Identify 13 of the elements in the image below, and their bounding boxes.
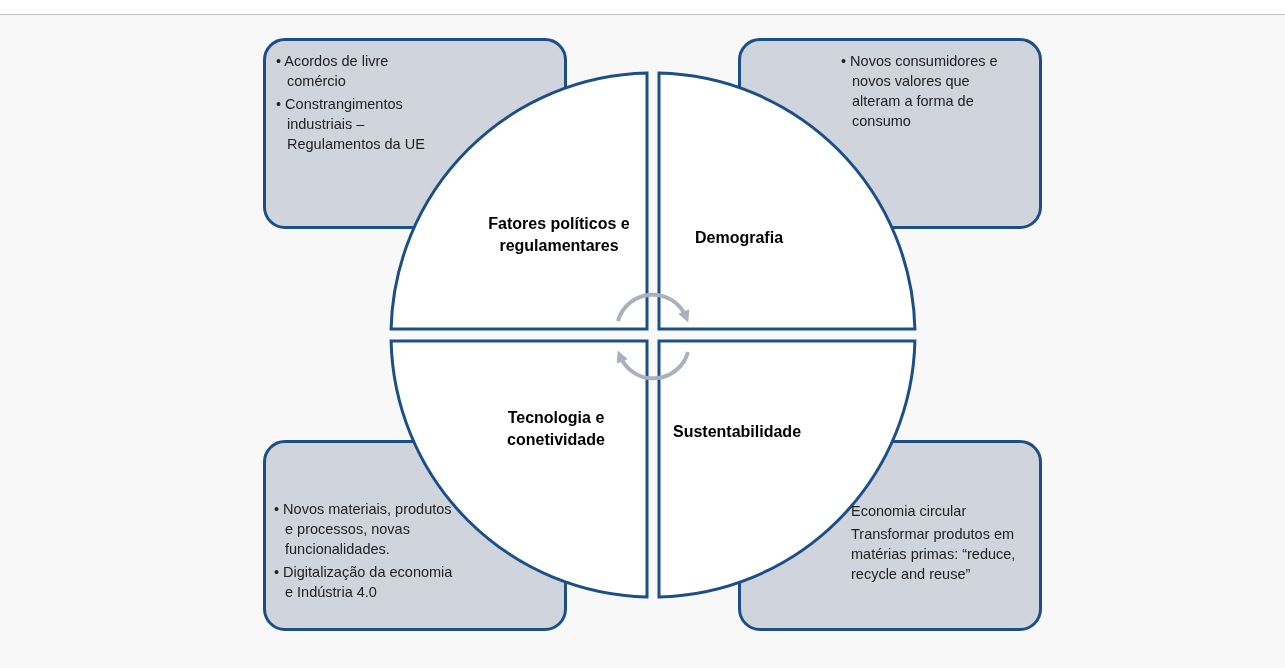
note-text: Transformar produtos em matérias primas: “reduce, recycle and reuse” xyxy=(851,525,1017,584)
bullet-item: • Constrangimentos industriais – Regulamentos da UE xyxy=(276,95,426,154)
note-text: Economia circular xyxy=(851,502,968,521)
segment-title: Tecnologia e conetividade xyxy=(506,408,606,450)
segment-title: Fatores políticos e regulamentares xyxy=(487,214,631,256)
bullet-item: • Digitalização da economia e Indústria 4.0 xyxy=(274,563,454,602)
cycle-arrow xyxy=(616,292,689,323)
bullet-item: • Novos consumidores e novos valores que alteram a forma de consumo xyxy=(841,52,999,131)
bullet-item: • Acordos de livre comércio xyxy=(276,52,390,91)
segment-title: Demografia xyxy=(695,228,785,248)
bullet-item: • Novos materiais, produtos e processos, novas funcionalidades. xyxy=(274,500,453,559)
cycle-arrow xyxy=(617,350,690,381)
segment-title: Sustentabilidade xyxy=(673,422,803,442)
